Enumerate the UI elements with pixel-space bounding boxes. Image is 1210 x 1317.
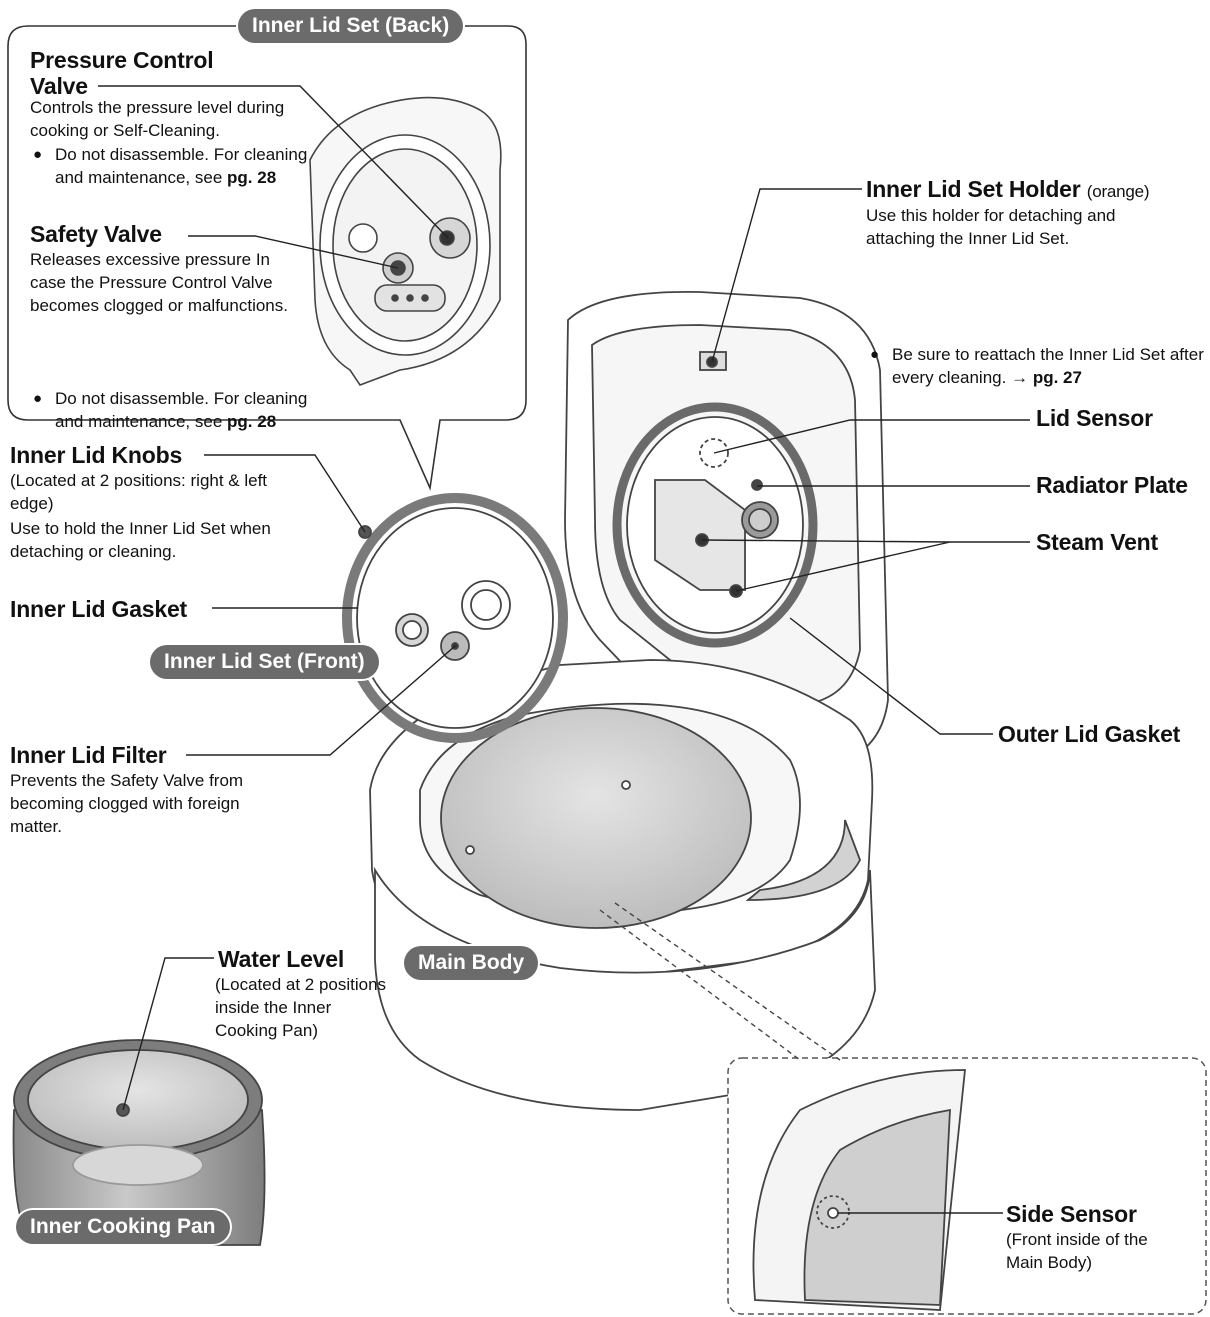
back-panel-frame [7, 25, 527, 491]
safety-valve-title: Safety Valve [30, 221, 162, 247]
leader-lines [122, 188, 1030, 1214]
lid-sensor-label: Lid Sensor [1036, 405, 1153, 431]
knobs-desc: Use to hold the Inner Lid Set when detac… [10, 519, 271, 561]
inner-lid-set-back-label: Inner Lid Set (Back) [238, 9, 464, 43]
inner-lid-knobs-title: Inner Lid Knobs [10, 442, 183, 468]
holder-desc: Use this holder for detaching and attach… [866, 206, 1116, 248]
holder-name: Inner Lid Set Holder [866, 176, 1081, 202]
inner-cooking-pan-label: Inner Cooking Pan [16, 1210, 230, 1244]
pressure-valve-note: Do not disassemble. For cleaning and mai… [33, 143, 320, 189]
holder-note: Be sure to reattach the Inner Lid Set af… [870, 343, 1210, 389]
side-sensor-desc: (Front inside of the Main Body) [1006, 1230, 1148, 1272]
water-level-title: Water Level [218, 946, 345, 972]
pressure-valve-name-line1: Pressure Control [30, 47, 214, 73]
inner-lid-set-front-label: Inner Lid Set (Front) [150, 645, 379, 679]
main-body-drawing [369, 659, 876, 1111]
outer-lid-gasket-label: Outer Lid Gasket [998, 721, 1181, 747]
holder-page-ref: pg. 27 [1032, 368, 1082, 387]
holder-suffix: (orange) [1086, 182, 1150, 201]
pressure-valve-note-text: Do not disassemble. For cleaning and mai… [55, 145, 308, 187]
steam-vent-label: Steam Vent [1036, 529, 1158, 555]
holder-note-text: Be sure to reattach the Inner Lid Set af… [892, 345, 1204, 387]
safety-valve-note: Do not disassemble. For cleaning and mai… [33, 387, 320, 433]
inner-lid-filter-title: Inner Lid Filter [10, 742, 167, 768]
radiator-plate-label: Radiator Plate [1036, 472, 1188, 498]
inner-lid-gasket-label: Inner Lid Gasket [10, 596, 188, 622]
pressure-control-valve-title: Pressure Control Valve [30, 47, 214, 99]
safety-valve-desc: Releases excessive pressure In case the … [30, 250, 288, 315]
side-sensor-title: Side Sensor [1006, 1201, 1137, 1227]
knobs-location: (Located at 2 positions: right & left ed… [10, 471, 268, 513]
outer-lid-drawing [564, 290, 889, 766]
water-level-desc: (Located at 2 positions inside the Inner… [215, 975, 387, 1040]
pressure-valve-page-ref: pg. 28 [227, 168, 277, 187]
safety-valve-page-ref: pg. 28 [227, 412, 277, 431]
pressure-valve-name-line2: Valve [30, 73, 88, 99]
side-sensor-inset-drawing [752, 1069, 966, 1311]
inner-lid-set-holder-title: Inner Lid Set Holder (orange) [866, 176, 1150, 205]
inner-lid-back-drawing [309, 96, 502, 386]
inner-lid-front-drawing [342, 493, 568, 743]
safety-valve-note-text: Do not disassemble. For cleaning and mai… [55, 389, 308, 431]
main-body-label: Main Body [404, 946, 539, 980]
filter-desc: Prevents the Safety Valve from becoming … [10, 771, 244, 836]
pressure-valve-desc: Controls the pressure level during cooki… [30, 98, 285, 140]
